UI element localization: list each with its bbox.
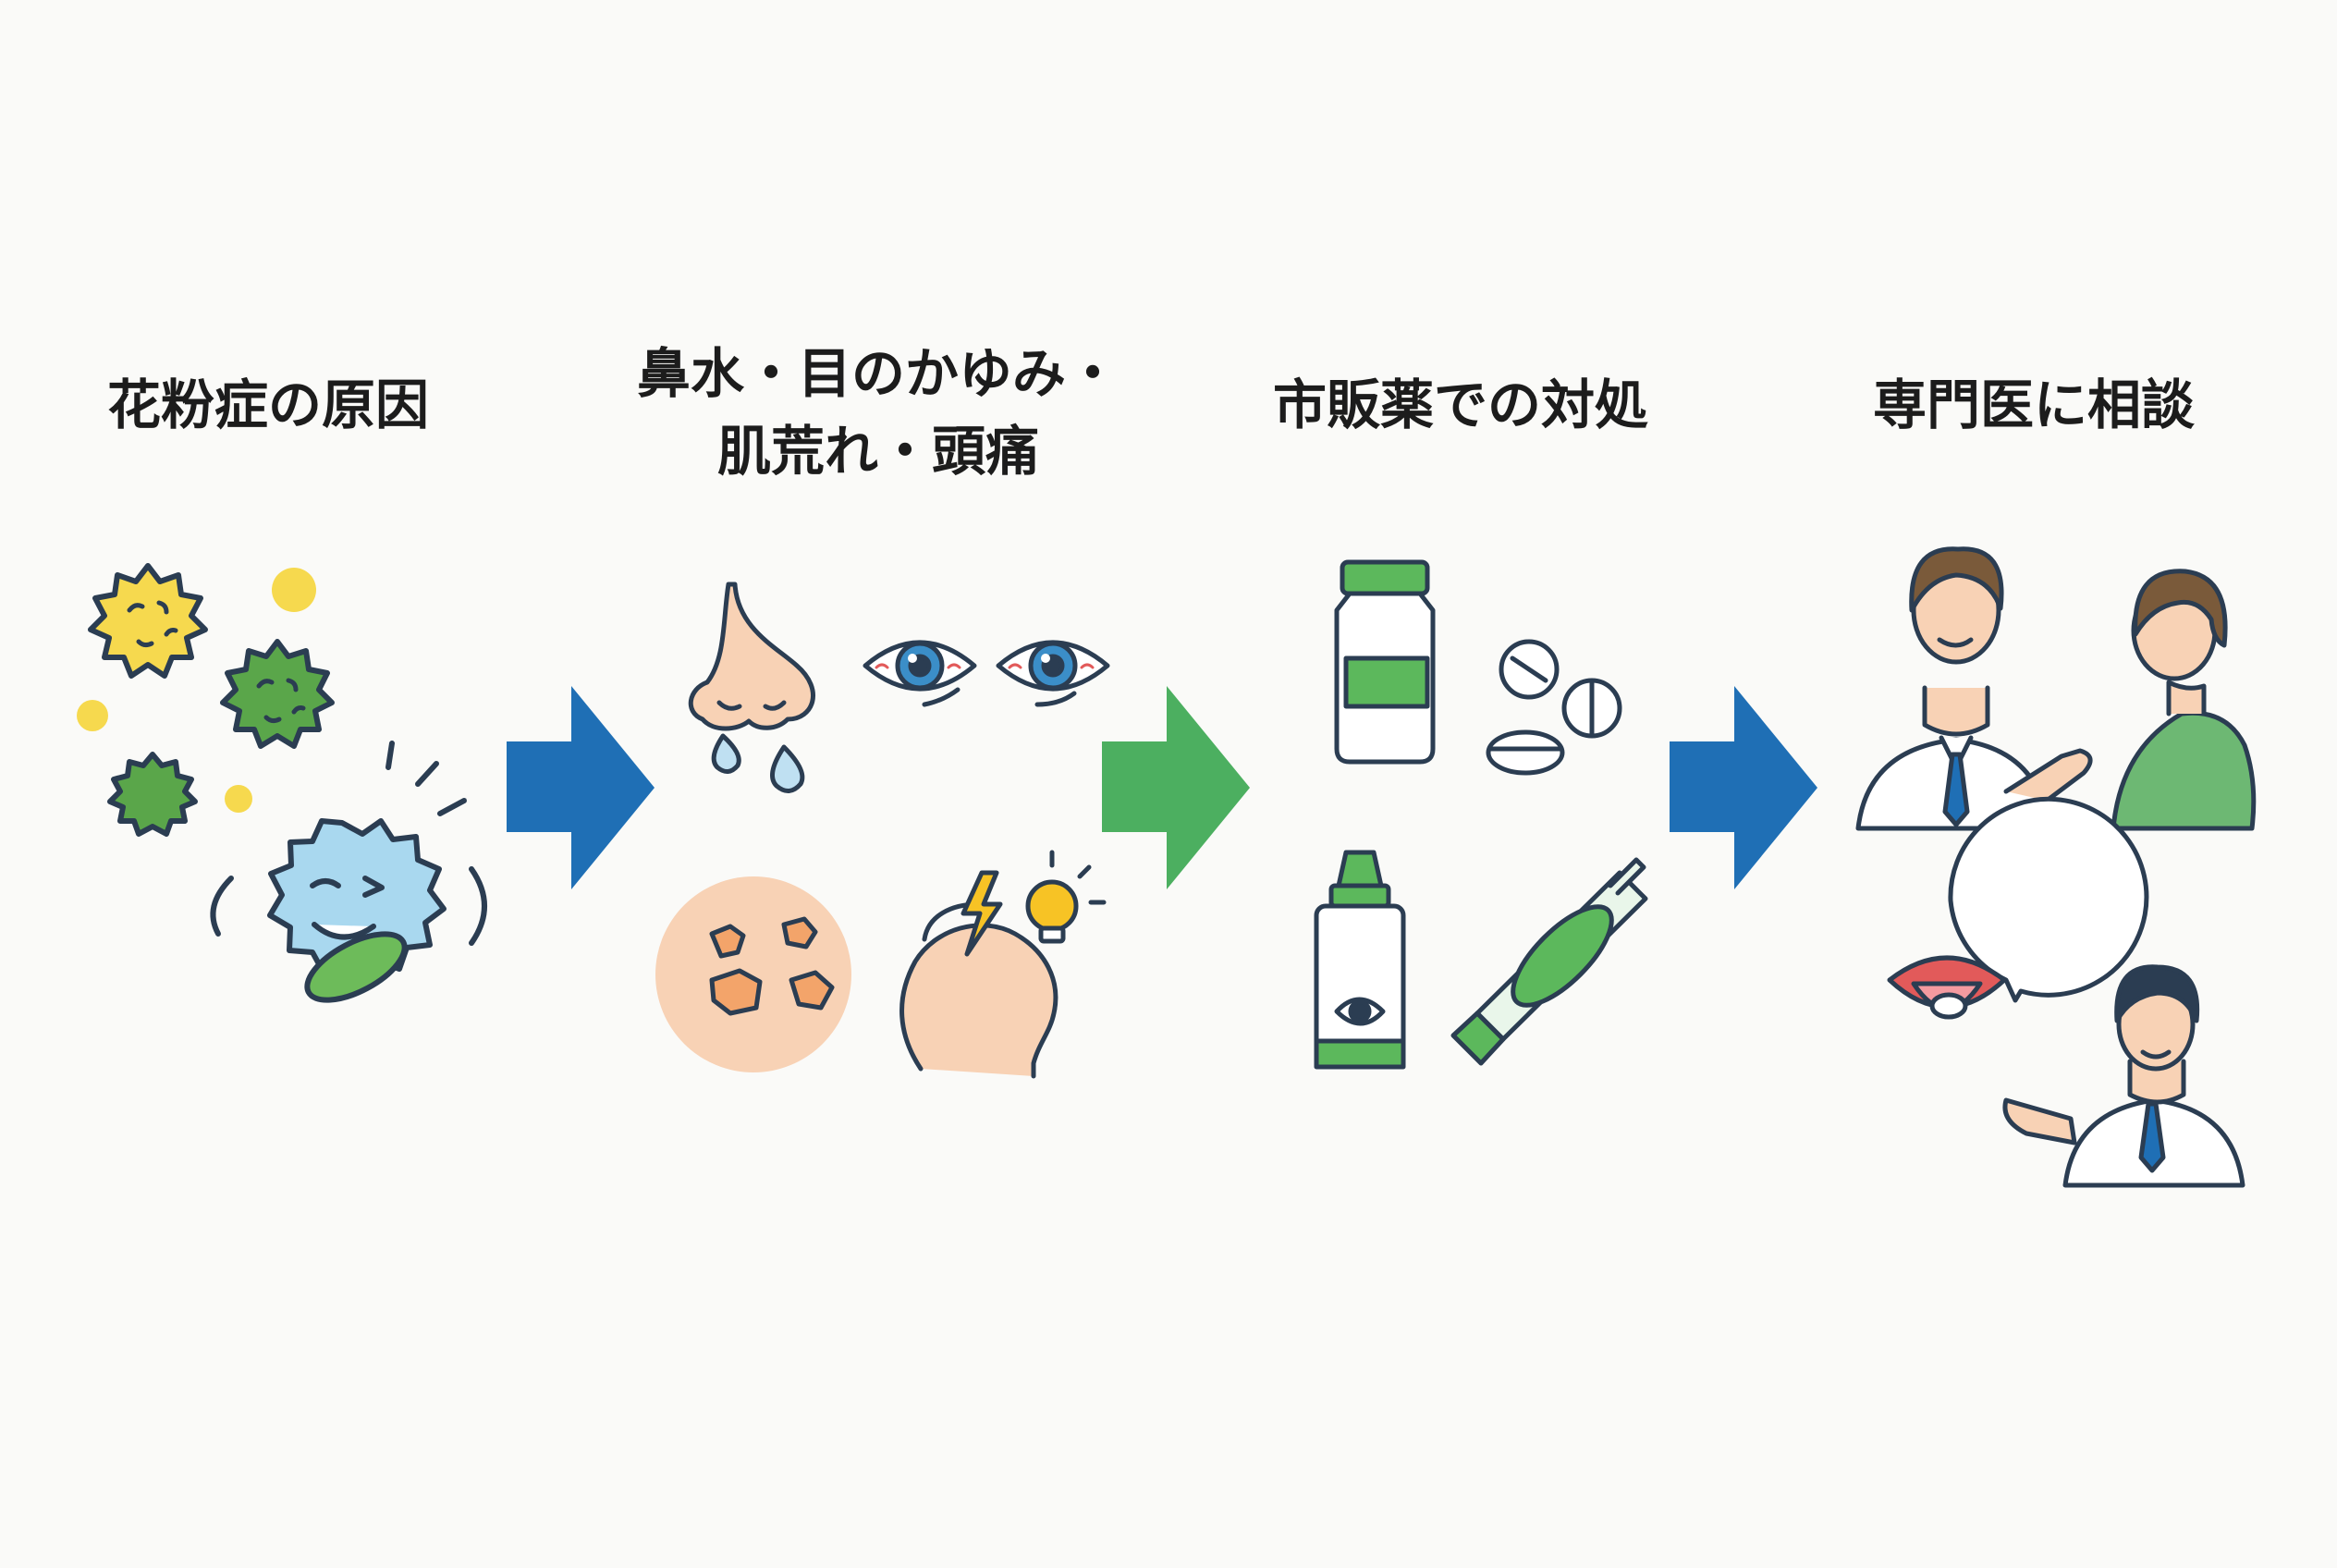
tablets-icon bbox=[1486, 639, 1622, 776]
step-title-line: 鼻水・目のかゆみ・ bbox=[636, 342, 1120, 405]
nose-icon bbox=[688, 582, 815, 731]
itchy-eye-icon bbox=[863, 640, 977, 707]
pollen-dot bbox=[77, 700, 108, 731]
medicine-bottle-icon bbox=[1334, 559, 1436, 765]
consultation-illustration bbox=[1855, 546, 2257, 1188]
step-title-line: 肌荒れ・頭痛 bbox=[716, 420, 1039, 483]
pill-on-tongue-icon bbox=[1929, 992, 1968, 1020]
lightning-icon bbox=[960, 870, 1003, 957]
runny-nose-drop-icon bbox=[711, 733, 741, 774]
lightbulb-icon bbox=[1025, 850, 1107, 944]
medicine-illustration bbox=[1314, 559, 1648, 1070]
headache-icon bbox=[899, 850, 1107, 1079]
pollen-dot bbox=[272, 568, 316, 612]
flow-arrow-1 bbox=[507, 686, 655, 889]
step-title-consult-specialist: 専門医に相談 bbox=[1830, 366, 2237, 444]
flow-arrow-2 bbox=[1102, 686, 1250, 889]
ointment-tube-icon bbox=[1450, 857, 1648, 1066]
patient-icon bbox=[2111, 569, 2257, 831]
pollen-illustration bbox=[77, 563, 487, 1003]
step-title-line: 花粉症の原因 bbox=[106, 374, 429, 436]
speech-bubble-icon bbox=[1887, 796, 2149, 1020]
doctor-icon bbox=[1855, 546, 2093, 831]
pollen-dot bbox=[225, 785, 252, 813]
allergen-spot bbox=[304, 931, 408, 1003]
eye-drops-icon bbox=[1314, 850, 1406, 1070]
step-title-symptoms: 鼻水・目のかゆみ・ 肌荒れ・頭痛 bbox=[573, 335, 1183, 490]
step-title-cause: 花粉症の原因 bbox=[65, 366, 471, 444]
skin-rash-icon bbox=[655, 876, 851, 1072]
pollen-green-small-icon bbox=[107, 752, 198, 837]
step-title-otc-medicine: 市販薬での対処 bbox=[1230, 366, 1692, 444]
runny-nose-drop-icon bbox=[770, 744, 805, 793]
step-title-line: 市販薬での対処 bbox=[1272, 374, 1648, 436]
flow-arrow-3 bbox=[1670, 686, 1817, 889]
step-title-line: 専門医に相談 bbox=[1872, 374, 2195, 436]
pollen-green-icon bbox=[220, 639, 335, 749]
itchy-eye-icon bbox=[996, 640, 1110, 707]
doctor-small-icon bbox=[2002, 964, 2245, 1188]
symptoms-illustration bbox=[655, 582, 1110, 1079]
pollen-yellow-icon bbox=[88, 563, 208, 679]
